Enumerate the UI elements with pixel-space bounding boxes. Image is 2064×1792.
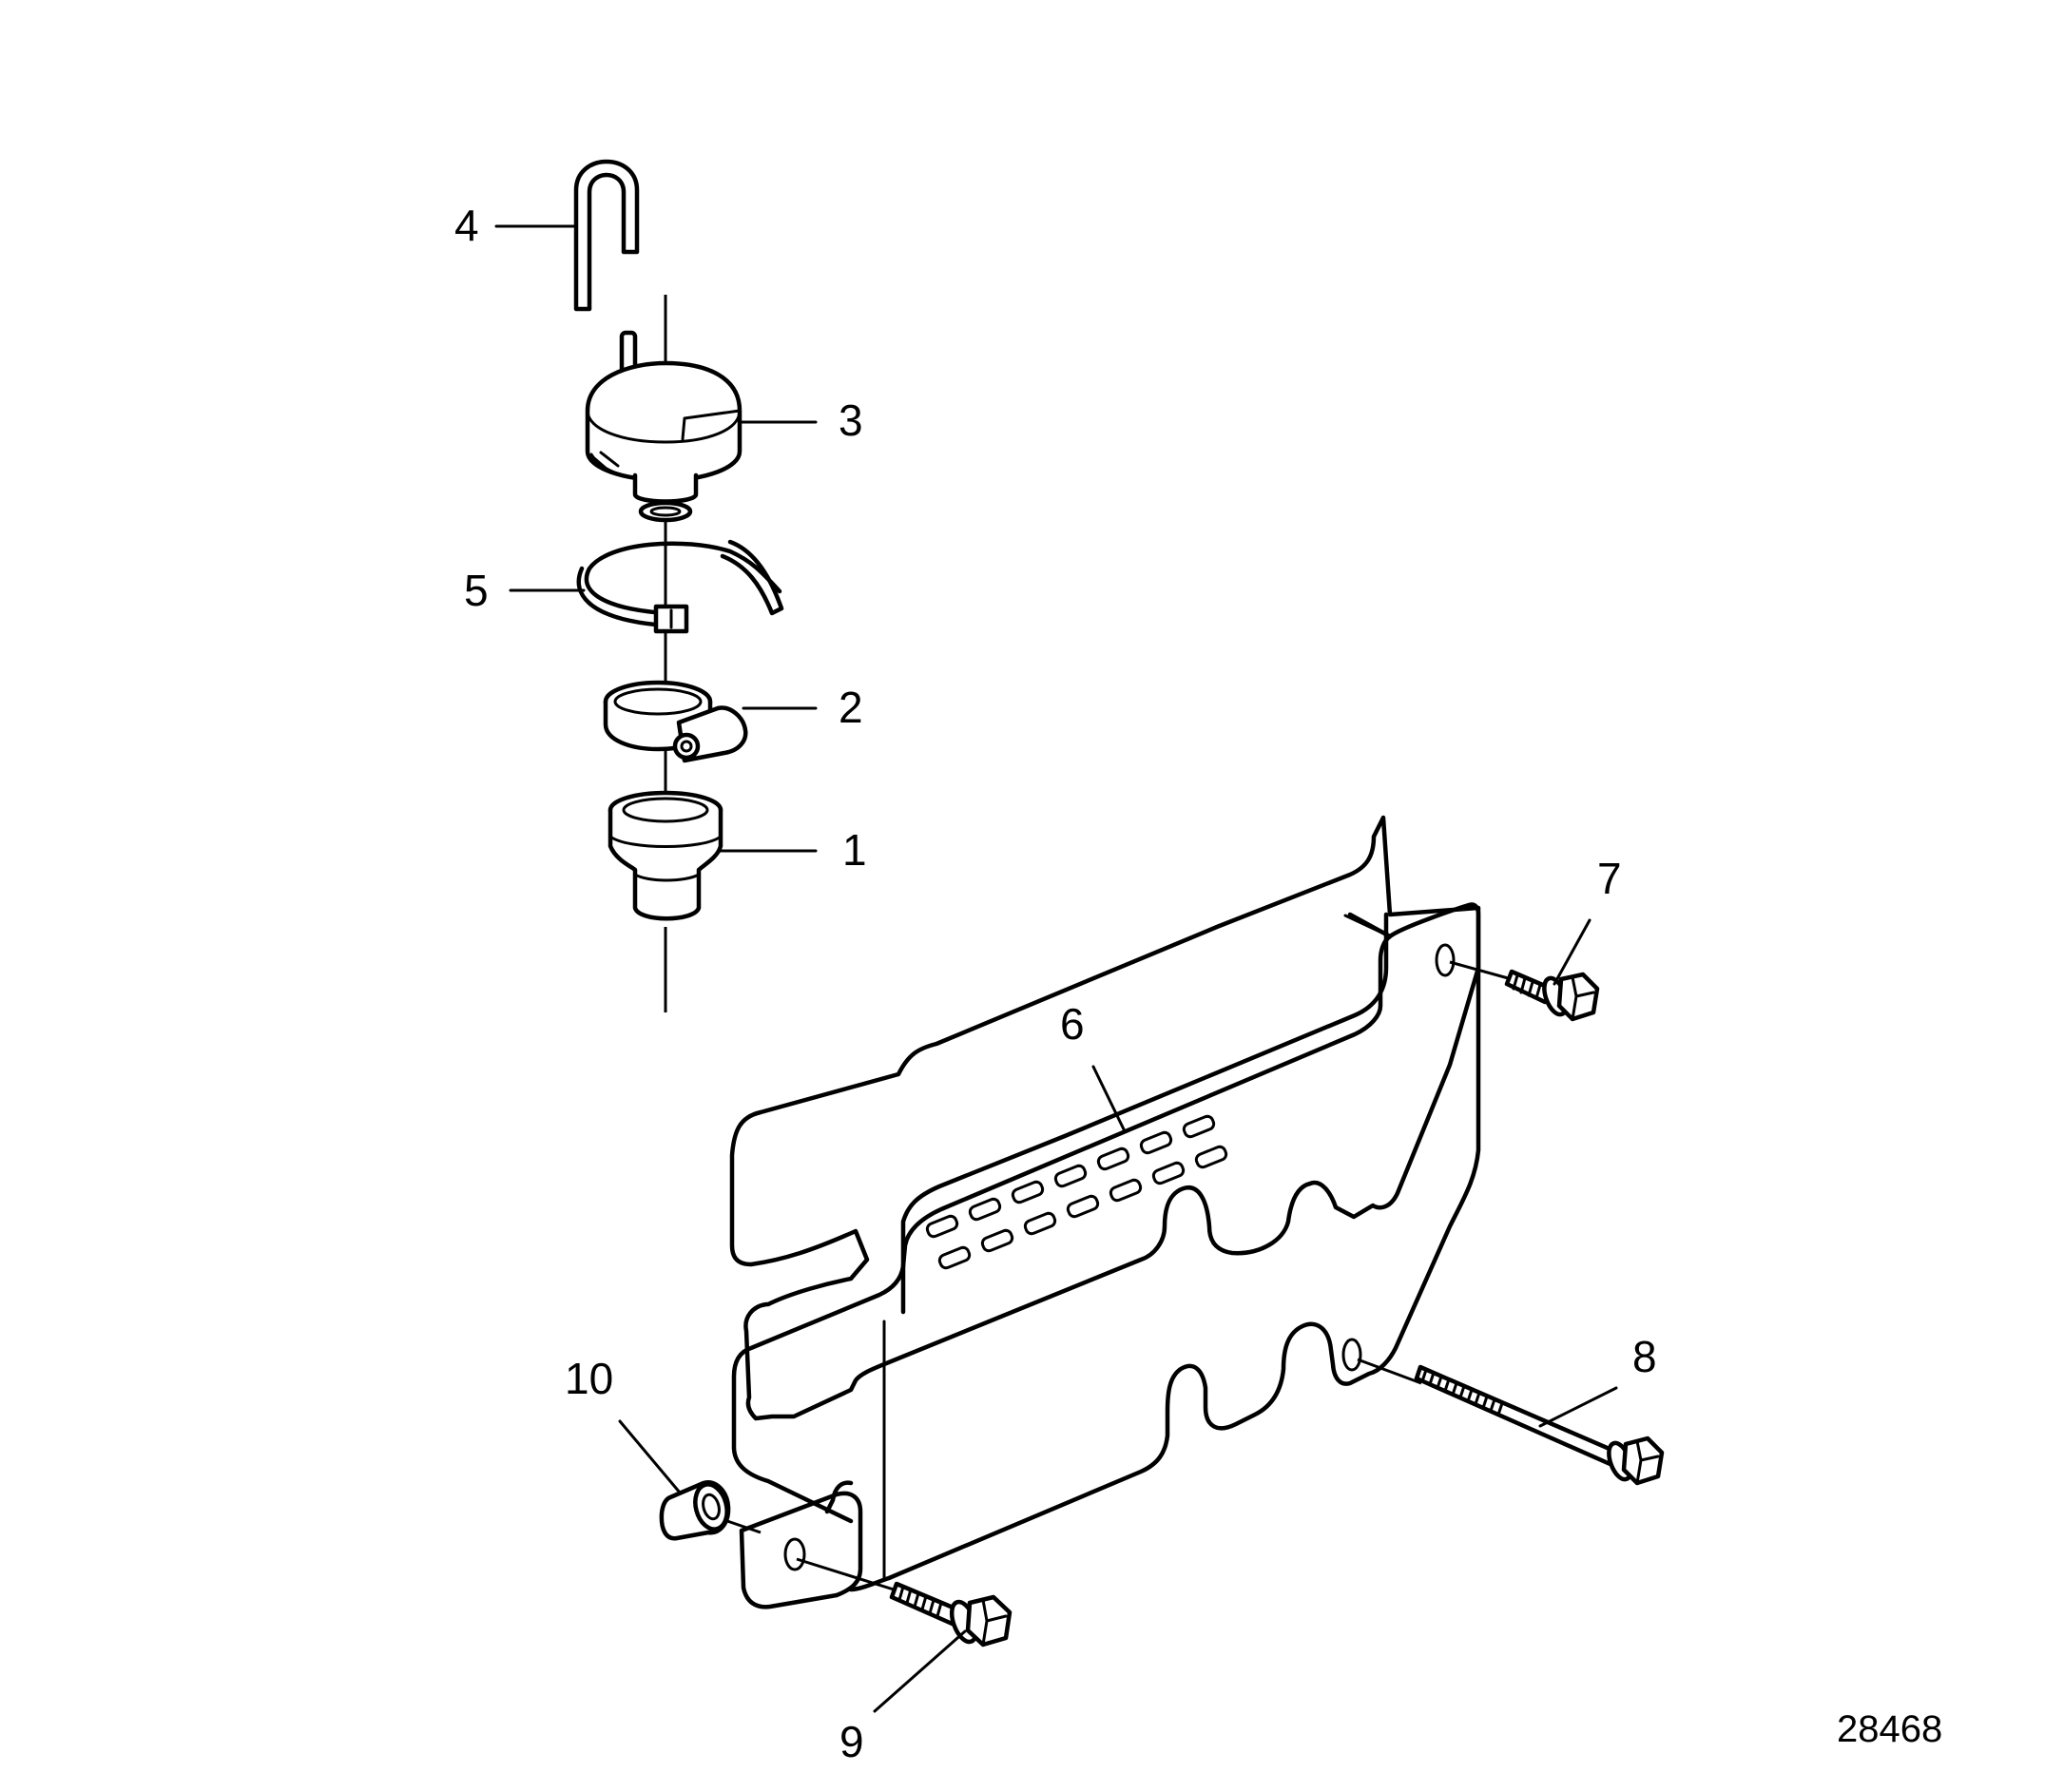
part-9-axis (796, 1557, 895, 1591)
callout-3: 3 (839, 395, 863, 445)
leader-10 (618, 1419, 682, 1494)
part-7-bolt (1504, 969, 1600, 1022)
leader-8 (1538, 1386, 1618, 1428)
bracket-mounting-tab (824, 1480, 854, 1514)
callout-5: 5 (464, 566, 489, 615)
leader-6 (1091, 1065, 1127, 1133)
part-10-axis (726, 1519, 762, 1534)
part-3-cap (585, 330, 743, 523)
part-8-bolt (1414, 1364, 1665, 1486)
callout-6: 6 (1060, 999, 1085, 1049)
part-8-axis (1357, 1358, 1422, 1385)
leader-9 (873, 1629, 967, 1713)
callout-2: 2 (839, 683, 863, 732)
leader-7 (1553, 918, 1591, 986)
callout-10: 10 (565, 1354, 613, 1403)
part-5-cable-tie (576, 539, 784, 634)
part-2-hose-clamp (603, 680, 748, 763)
part-9-bolt (889, 1581, 1013, 1647)
part-6-bracket (729, 815, 1481, 1609)
callout-8: 8 (1632, 1332, 1657, 1381)
callout-7: 7 (1597, 854, 1622, 903)
bracket-vent-slots (925, 1114, 1228, 1270)
part-10-spacer (659, 1479, 731, 1541)
part-1-grommet (608, 790, 723, 921)
figure-number: 28468 (1837, 1708, 1942, 1750)
callout-9: 9 (839, 1717, 864, 1766)
part-7-axis (1449, 960, 1513, 981)
callout-1: 1 (842, 825, 867, 875)
callout-4: 4 (454, 201, 479, 250)
leader-6b (1343, 914, 1392, 938)
part-4-hose (573, 159, 640, 312)
